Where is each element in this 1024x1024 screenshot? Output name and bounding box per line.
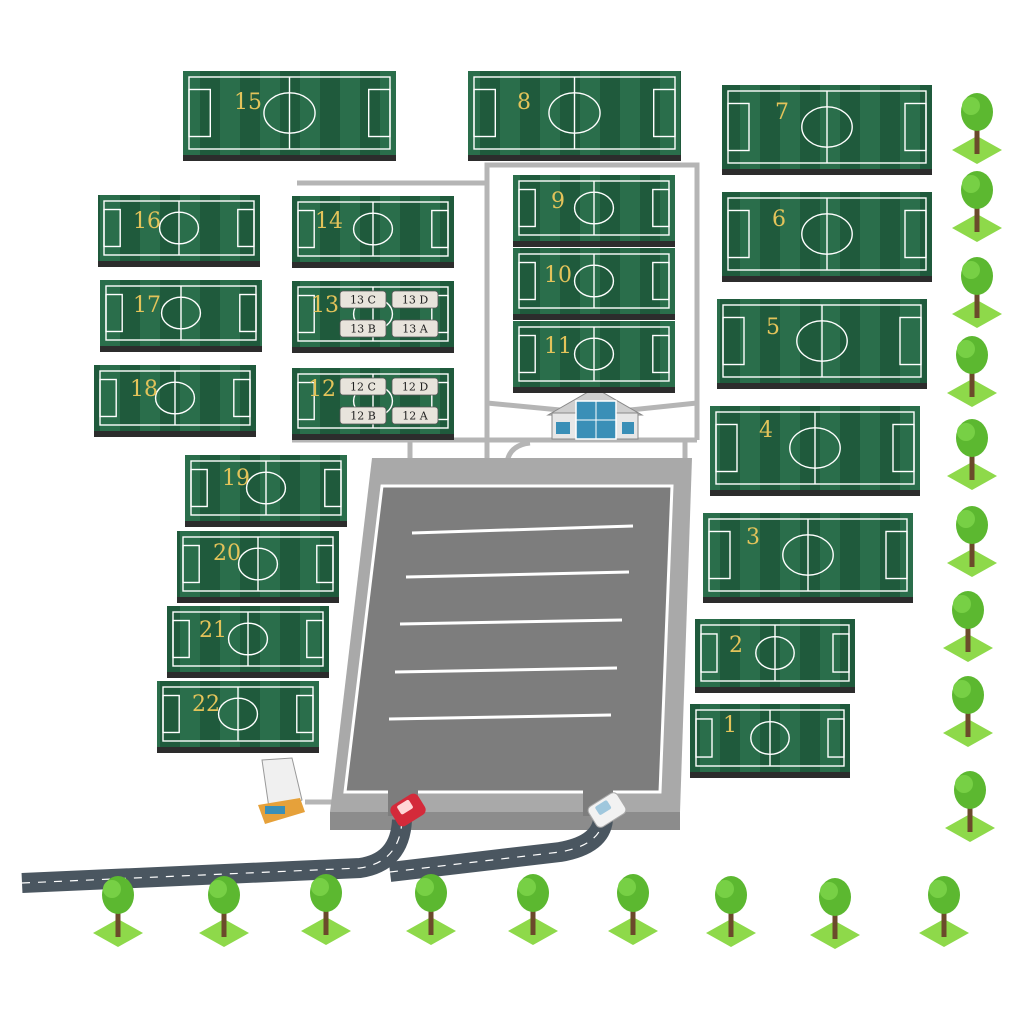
field-label: 8 xyxy=(517,90,531,115)
field-4: 4 xyxy=(710,406,920,496)
field-label: 15 xyxy=(234,90,262,115)
svg-text:13 A: 13 A xyxy=(402,323,428,336)
van-icon xyxy=(587,792,627,828)
field-5: 5 xyxy=(717,299,927,389)
field-12: 12 12 C 12 D 12 B 12 A xyxy=(292,368,454,440)
subfield-label: 12 A xyxy=(391,406,439,425)
field-19: 19 xyxy=(185,455,347,527)
field-label: 19 xyxy=(222,466,250,491)
field-15: 15 xyxy=(183,71,396,161)
svg-text:12 B: 12 B xyxy=(350,410,376,423)
building-icon xyxy=(546,387,644,440)
tree-icon xyxy=(608,874,658,945)
field-label: 5 xyxy=(766,315,780,340)
trees-layer xyxy=(93,93,1002,949)
field-2: 2 xyxy=(695,619,855,693)
field-20: 20 xyxy=(177,531,339,603)
tree-icon xyxy=(947,506,997,577)
tree-icon xyxy=(947,419,997,490)
svg-text:12 D: 12 D xyxy=(402,381,428,394)
tree-icon xyxy=(945,771,995,842)
subfield-label: 13 A xyxy=(391,319,439,338)
subfield-label: 13 B xyxy=(339,319,387,338)
field-17: 17 xyxy=(100,280,262,352)
tree-icon xyxy=(952,257,1002,328)
tree-icon xyxy=(508,874,558,945)
subfield-label: 12 C xyxy=(339,377,387,396)
svg-text:12 C: 12 C xyxy=(350,381,376,394)
field-18: 18 xyxy=(94,365,256,437)
field-7: 7 xyxy=(722,85,932,175)
tree-icon xyxy=(952,171,1002,242)
field-8: 8 xyxy=(468,71,681,161)
field-label: 20 xyxy=(213,541,241,566)
field-label: 3 xyxy=(746,525,760,550)
svg-text:13 D: 13 D xyxy=(402,294,428,307)
tree-icon xyxy=(947,336,997,407)
svg-text:12 A: 12 A xyxy=(402,410,428,423)
field-16: 16 xyxy=(98,195,260,267)
tree-icon xyxy=(706,876,756,947)
tree-icon xyxy=(406,874,456,945)
field-21: 21 xyxy=(167,606,329,678)
tree-icon xyxy=(943,591,993,662)
svg-text:13 C: 13 C xyxy=(350,294,376,307)
field-1: 1 xyxy=(690,704,850,778)
field-9: 9 xyxy=(513,175,675,247)
field-label: 22 xyxy=(192,692,220,717)
field-11: 11 xyxy=(513,321,675,393)
field-label: 11 xyxy=(544,334,572,359)
field-3: 3 xyxy=(703,513,913,603)
tree-icon xyxy=(93,876,143,947)
field-label: 18 xyxy=(130,377,158,402)
field-label: 12 xyxy=(308,377,336,402)
field-label: 10 xyxy=(544,263,572,288)
subfield-label: 12 D xyxy=(391,377,439,396)
field-label: 6 xyxy=(772,207,786,232)
parking-lot xyxy=(330,458,692,830)
field-13: 13 13 C 13 D 13 B 13 A xyxy=(292,281,454,353)
field-label: 1 xyxy=(723,713,737,738)
tree-icon xyxy=(301,874,351,945)
subfield-label: 13 C xyxy=(339,290,387,309)
field-label: 21 xyxy=(199,618,227,643)
field-22: 22 xyxy=(157,681,319,753)
tree-icon xyxy=(919,876,969,947)
tree-icon xyxy=(810,878,860,949)
field-label: 13 xyxy=(311,293,339,318)
tree-icon xyxy=(943,676,993,747)
field-label: 7 xyxy=(775,100,789,125)
svg-text:13 B: 13 B xyxy=(350,323,376,336)
subfield-label: 13 D xyxy=(391,290,439,309)
field-label: 2 xyxy=(729,633,743,658)
kiosk-icon xyxy=(258,757,305,824)
field-14: 14 xyxy=(292,196,454,268)
car-icon xyxy=(390,793,426,827)
field-10: 10 xyxy=(513,248,675,320)
field-6: 6 xyxy=(722,192,932,282)
subfield-label: 12 B xyxy=(339,406,387,425)
field-label: 4 xyxy=(759,418,773,443)
field-label: 16 xyxy=(133,209,161,234)
tree-icon xyxy=(952,93,1002,164)
field-label: 14 xyxy=(315,209,343,234)
field-label: 9 xyxy=(551,189,565,214)
tree-icon xyxy=(199,876,249,947)
field-label: 17 xyxy=(133,293,161,318)
